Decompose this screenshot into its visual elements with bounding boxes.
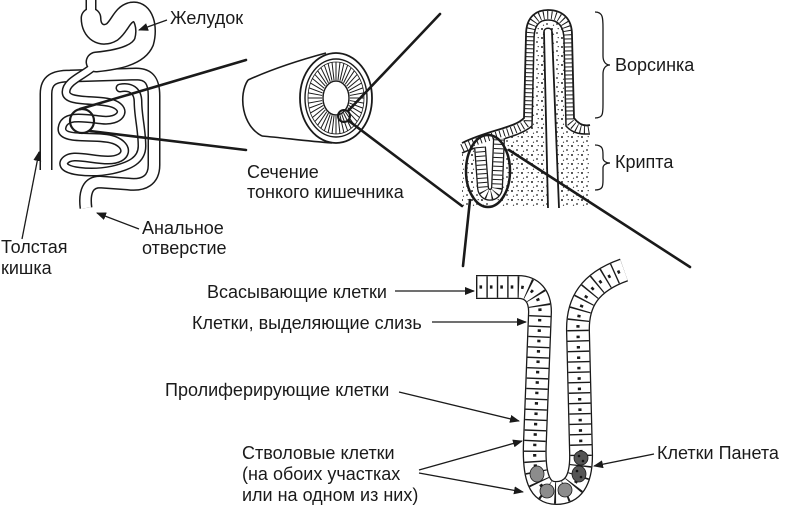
label-stem-cells-line1: Стволовые клетки	[242, 443, 395, 463]
label-colon-line2: кишка	[1, 258, 53, 278]
mucosal-fold	[312, 78, 325, 89]
mucosal-fold	[346, 74, 358, 87]
arrow-anus	[96, 212, 140, 230]
mucosal-fold	[348, 82, 362, 91]
label-mucus-cells: Клетки, выделяющие слизь	[192, 313, 422, 333]
label-section-line1: Сечение	[247, 162, 319, 182]
villus-highlight-circle	[337, 109, 351, 123]
label-stem-cells-line3: или на одном из них)	[242, 485, 418, 505]
mucosal-fold	[310, 105, 324, 114]
mucosal-fold	[349, 92, 364, 96]
villus-brace	[594, 11, 611, 119]
mucosal-fold	[320, 67, 329, 84]
mucosal-fold	[327, 63, 333, 81]
large-intestine-lumen	[41, 68, 159, 209]
projection-line-villus-top	[346, 12, 442, 113]
cylinder-left-end	[241, 79, 263, 137]
cylinder-top-edge	[247, 52, 327, 81]
lacteal-tip	[543, 27, 553, 33]
label-anus-line2: отверстие	[142, 238, 227, 258]
mucosal-fold	[317, 111, 328, 126]
villus-outer-surface	[461, 9, 591, 144]
mucosal-fold	[314, 74, 326, 87]
mucosal-fold	[317, 70, 328, 85]
small-intestine-lumen	[59, 61, 146, 175]
mucosal-fold	[327, 115, 333, 133]
stomach-lumen	[82, 2, 155, 71]
cylinder-bottom-edge	[261, 135, 333, 144]
label-villus: Ворсинка	[615, 55, 695, 75]
label-absorptive-cells: Всасывающие клетки	[207, 282, 387, 302]
arrow-stem-cells-upper	[418, 439, 523, 471]
mucosal-fold	[339, 115, 345, 133]
mucosal-fold	[347, 78, 360, 89]
mucosal-fold	[343, 67, 352, 84]
stem-cell	[539, 483, 555, 499]
paneth-granule	[581, 459, 585, 463]
villus-epithelium-cells	[460, 10, 591, 152]
mucosal-fold	[323, 65, 331, 82]
mucosal-fold	[349, 87, 364, 94]
label-colon-line1: Толстая	[1, 237, 68, 257]
label-section-line2: тонкого кишечника	[247, 182, 405, 202]
crypt-highlight-ellipse	[464, 133, 512, 209]
arrow-stomach	[138, 19, 168, 31]
mucosal-fold	[314, 109, 326, 122]
label-anus-line1: Анальное	[142, 218, 224, 238]
mucosal-fold	[308, 102, 323, 109]
cross-section-lumen	[322, 80, 350, 116]
projection-line-top	[78, 58, 248, 111]
lacteal-wall-right	[551, 31, 560, 209]
paneth-granule	[575, 469, 579, 473]
mucosal-fold	[308, 100, 323, 104]
crypt-brace	[594, 144, 611, 191]
paneth-granule	[579, 475, 583, 479]
mucosal-fold	[349, 102, 364, 109]
paneth-granule	[577, 454, 581, 458]
arrow-colon	[21, 151, 42, 240]
mucosal-fold	[344, 70, 355, 85]
arrow-stem-cells-lower	[418, 472, 524, 495]
mucosal-fold	[323, 114, 331, 131]
stem-cell	[557, 482, 573, 498]
mucosal-fold	[331, 115, 335, 134]
mucosal-fold	[337, 62, 341, 81]
label-stomach: Желудок	[170, 8, 243, 28]
crypt-cell-borders	[476, 259, 628, 504]
crypt-wall-cells	[475, 137, 504, 200]
digestive-tract	[39, 0, 161, 209]
villus-basement-membrane	[461, 19, 591, 154]
projection-line-crypt-left	[461, 198, 472, 268]
labels: Желудок Ворсинка Крипта Сечение тонкого …	[1, 8, 780, 505]
mucosal-fold	[310, 82, 324, 91]
villus-crypt-drawing	[460, 9, 611, 209]
mucosal-fold	[341, 65, 349, 82]
arrow-proliferating-cells	[398, 391, 520, 423]
label-paneth-cells: Клетки Панета	[657, 443, 780, 463]
mucosal-folds	[308, 62, 364, 134]
crypt-enlargement	[476, 258, 629, 506]
crypt-cell-nuclei	[476, 268, 625, 495]
mucosal-fold	[308, 87, 323, 94]
mucosal-fold	[331, 62, 335, 81]
projection-line-villus-bottom	[347, 119, 464, 208]
projection-line-bottom	[88, 129, 248, 152]
mucosal-fold	[308, 92, 323, 96]
stem-cell	[529, 465, 545, 483]
cross-section-submucosa	[304, 58, 368, 138]
mucosal-fold	[320, 112, 329, 129]
mucosal-fold	[339, 63, 345, 81]
mucosal-fold	[312, 107, 325, 118]
paneth-cell	[573, 450, 589, 466]
label-proliferating-cells: Пролиферирующие клетки	[165, 380, 389, 400]
paneth-cell	[571, 465, 587, 483]
projection-line-crypt-right	[507, 148, 692, 269]
label-stem-cells-line2: (на обоих участках	[242, 464, 400, 484]
label-crypt: Крипта	[615, 152, 674, 172]
arrow-paneth-cells	[593, 453, 655, 469]
lacteal-wall-left	[543, 31, 549, 209]
intestine-section	[241, 52, 373, 144]
